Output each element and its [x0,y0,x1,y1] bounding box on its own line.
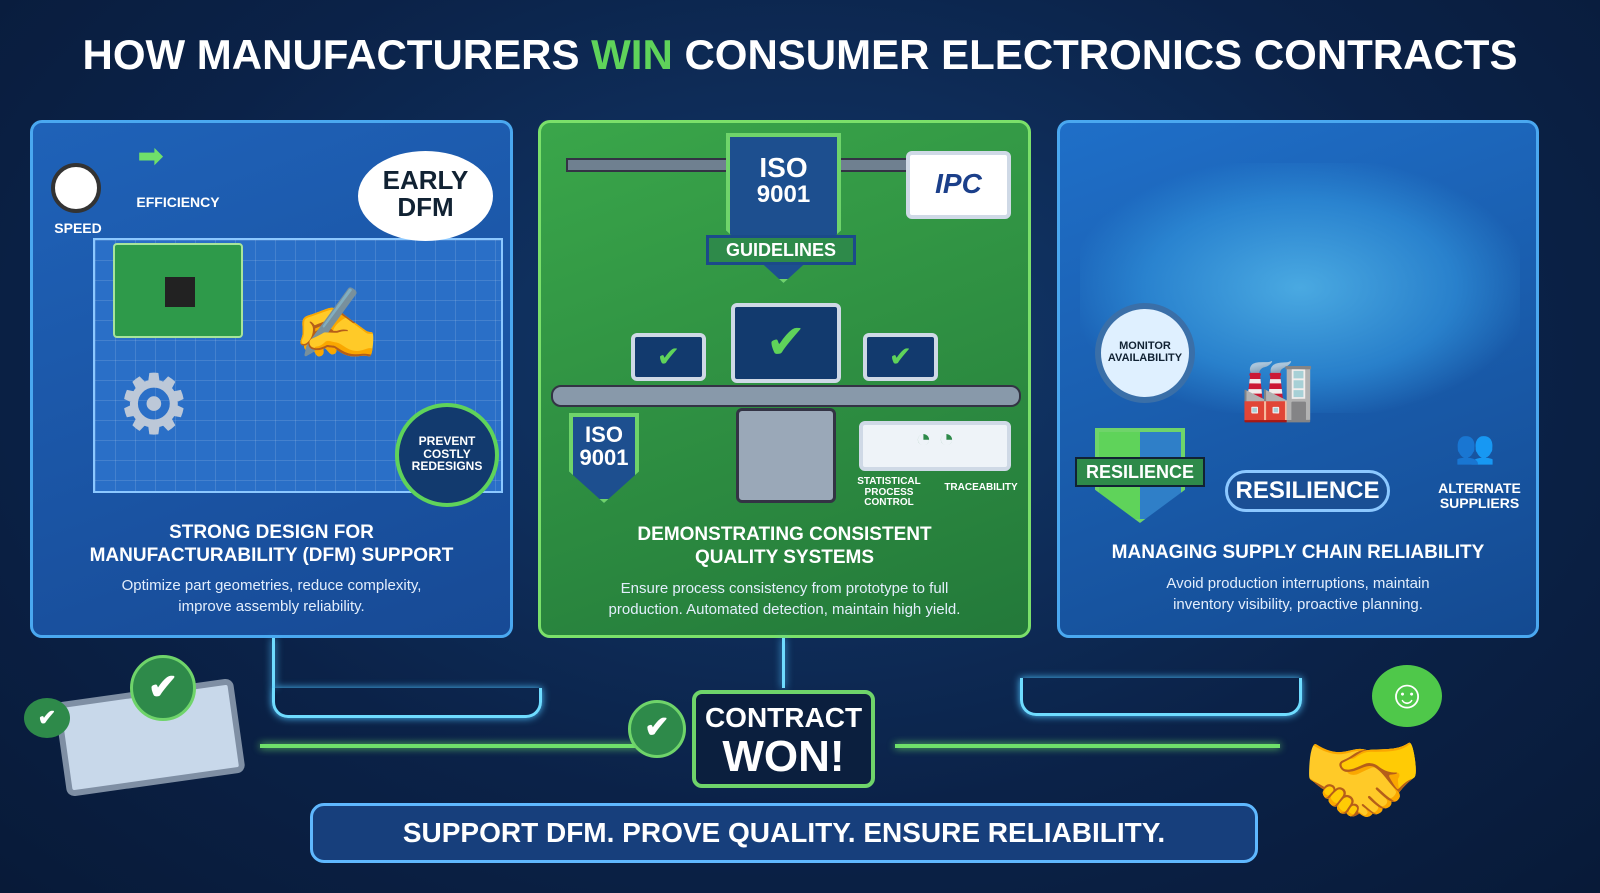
panel-title: MANAGING SUPPLY CHAIN RELIABILITY [1111,542,1485,563]
hand-pen-icon: ✍ [293,285,381,363]
gears-icon: ⚙ [118,360,190,449]
connector-line [1020,678,1302,716]
connector-line [272,638,275,688]
conveyor-belt [551,385,1021,407]
efficiency-label: EFFICIENCY [136,194,220,210]
machine-base [736,408,836,503]
resilience-pill: RESILIENCE [1225,470,1390,512]
panel-description: Optimize part geometries, reduce complex… [121,577,422,615]
panel-description: Avoid production interruptions, maintain… [1166,575,1430,613]
factory-icon: 🏭 [1240,356,1315,423]
smiley-chat-icon: ☺ [1372,665,1442,727]
connector-line [782,638,785,688]
checkmark-badge-icon: ✔ [130,655,196,721]
page-title: HOW MANUFACTURERS WIN CONSUMER ELECTRONI… [82,31,1518,78]
slogan-banner: SUPPORT DFM. PROVE QUALITY. ENSURE RELIA… [310,803,1258,863]
arrow-left [260,744,670,748]
ipc-monitor: IPC [906,151,1011,219]
arrow-right-icon: ➡ [138,140,164,173]
circuit-board-icon [113,243,243,338]
chat-check-icon: ✔ [24,698,70,738]
connector-line [272,688,542,718]
gauges-icon: ◔ ◔ [859,421,1011,471]
suppliers-icon: 👥 [1455,429,1495,465]
speed-label: SPEED [54,220,102,236]
handshake-people-icon: 🤝 [1300,724,1425,836]
panel-description: Ensure process consistency from prototyp… [608,580,961,618]
checkmark-monitor: ✔ [731,303,841,383]
award-ribbon-icon: ✔ [628,700,686,758]
resilience-ribbon: RESILIENCE [1075,457,1205,487]
product-box-check: ✔ [863,333,938,381]
traceability-label: TRACEABILITY [944,482,1018,493]
product-box-check: ✔ [631,333,706,381]
guidelines-ribbon: GUIDELINES [706,235,856,265]
stopwatch-icon [51,163,101,213]
arrow-right [895,744,1280,748]
